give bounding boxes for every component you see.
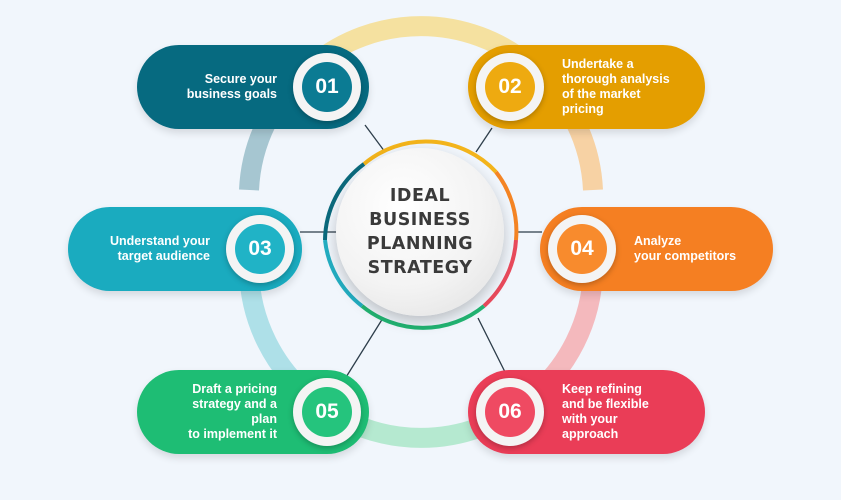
step-02-number: 02 <box>485 62 535 112</box>
step-01-text: Secure your business goals <box>186 72 277 101</box>
step-01-card: Secure your business goals 01 <box>137 45 369 129</box>
connector-line-01 <box>364 124 386 153</box>
inner-rim-dark <box>323 162 366 241</box>
step-06-badge: 06 <box>476 378 544 446</box>
step-04-card: Analyze your competitors 04 <box>540 207 773 291</box>
step-01-badge: 01 <box>293 53 361 121</box>
step-04-number: 04 <box>557 224 607 274</box>
center-title: IDEAL BUSINESS PLANNING STRATEGY <box>366 186 474 278</box>
step-05-badge: 05 <box>293 378 361 446</box>
step-03-badge: 03 <box>226 215 294 283</box>
step-02-text: Undertake a thorough analysis of the mar… <box>562 57 670 116</box>
inner-rim-red <box>482 239 518 308</box>
step-04-badge: 04 <box>548 215 616 283</box>
step-05-card: Draft a pricing strategy and a plan to i… <box>137 370 369 454</box>
center-circle: IDEAL BUSINESS PLANNING STRATEGY <box>336 148 504 316</box>
step-02-badge: 02 <box>476 53 544 121</box>
step-06-text: Keep refining and be flexible with your … <box>562 382 649 441</box>
step-05-number: 05 <box>302 387 352 437</box>
step-06-card: Keep refining and be flexible with your … <box>468 370 705 454</box>
step-06-number: 06 <box>485 387 535 437</box>
connector-line-02 <box>475 127 493 153</box>
inner-rim-yellow <box>362 139 498 174</box>
step-03-text: Understand your target audience <box>109 234 210 263</box>
inner-rim-green <box>360 304 486 330</box>
step-03-number: 03 <box>235 224 285 274</box>
step-03-card: Understand your target audience 03 <box>68 207 302 291</box>
connector-line-05 <box>342 317 384 383</box>
step-04-text: Analyze your competitors <box>634 234 737 263</box>
step-05-text: Draft a pricing strategy and a plan to i… <box>188 382 277 441</box>
inner-rim-orange <box>494 170 519 241</box>
step-02-card: Undertake a thorough analysis of the mar… <box>468 45 705 129</box>
step-01-number: 01 <box>302 62 352 112</box>
inner-rim-teal <box>323 239 364 308</box>
connector-line-06 <box>477 317 509 379</box>
